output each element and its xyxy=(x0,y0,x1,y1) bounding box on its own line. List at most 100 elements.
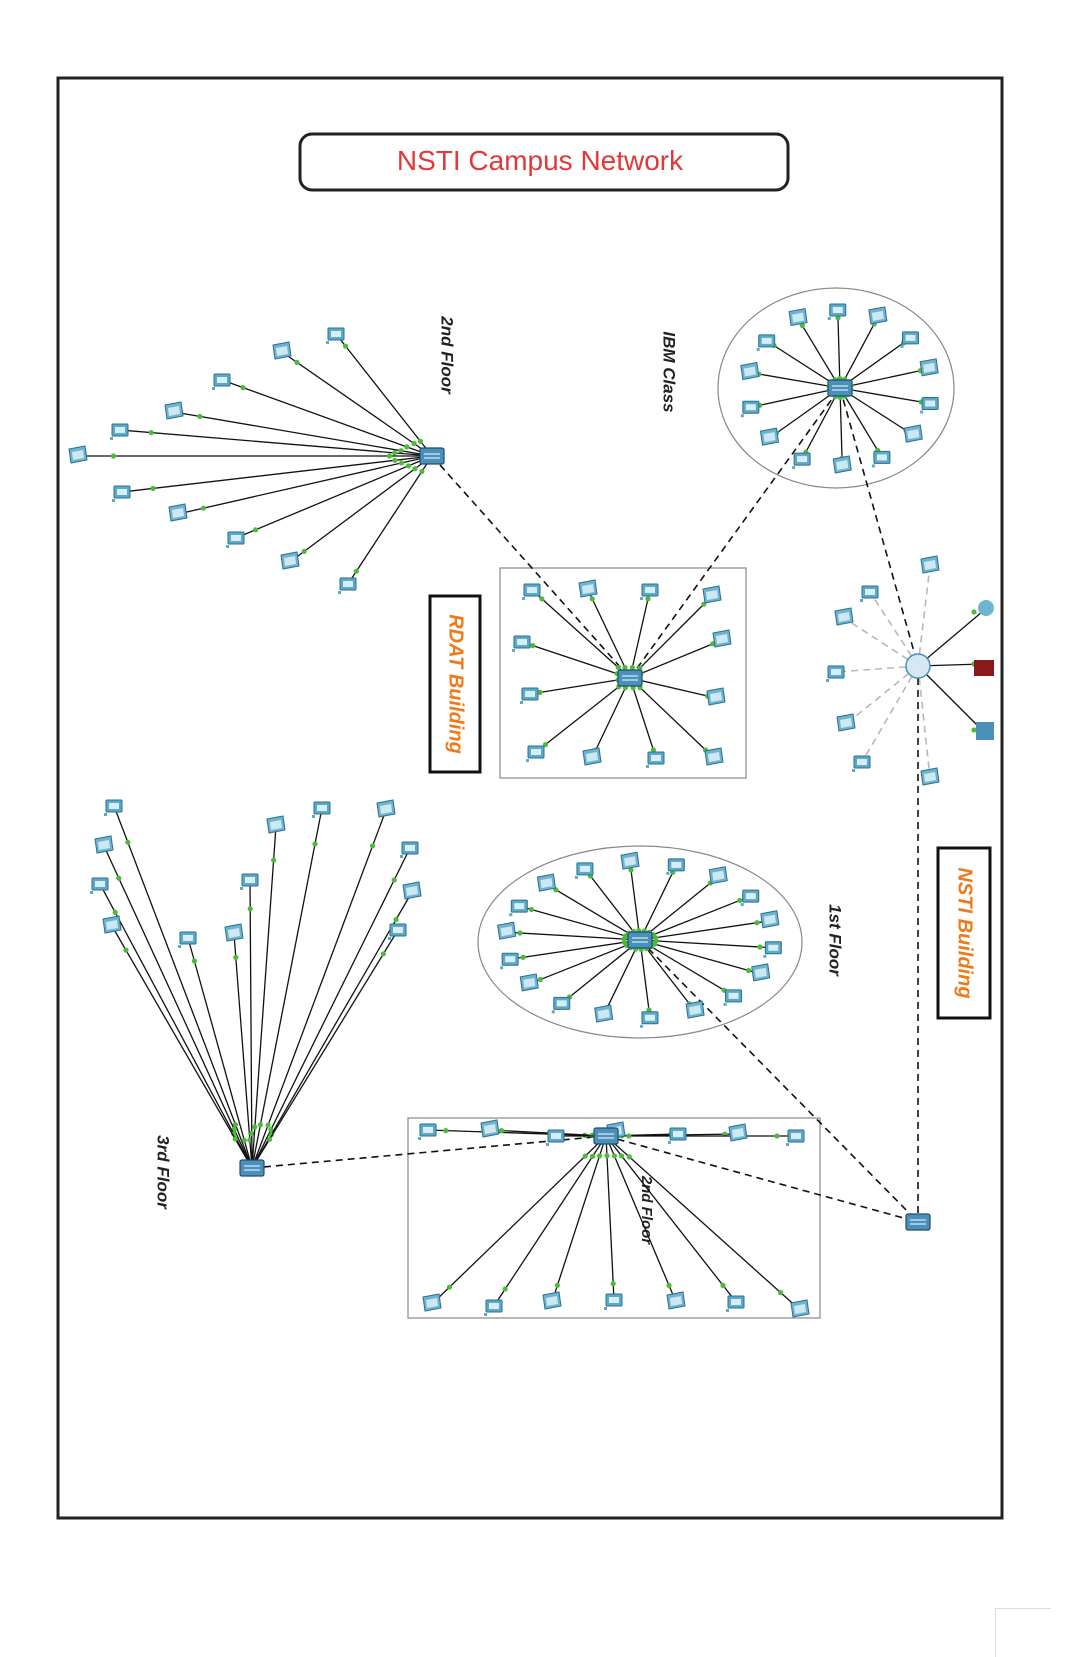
floor3-laptop[interactable] xyxy=(376,799,396,818)
rdat-pc[interactable] xyxy=(645,751,665,769)
nsti-wireless-device[interactable] xyxy=(920,555,940,574)
floor1-laptop[interactable] xyxy=(497,921,517,940)
floor2a-laptop[interactable] xyxy=(272,341,292,360)
floor3-pc[interactable] xyxy=(89,877,109,895)
ibm-link xyxy=(839,387,843,466)
floor2a-laptop[interactable] xyxy=(68,445,88,464)
floor1-pc[interactable] xyxy=(723,989,743,1007)
floor3-port xyxy=(249,1130,255,1137)
floor1-laptop[interactable] xyxy=(751,963,771,982)
floor1-pc[interactable] xyxy=(551,996,571,1014)
floor2b-pc[interactable] xyxy=(785,1129,805,1147)
floor2a-switch[interactable] xyxy=(419,447,445,465)
ibm-pc[interactable] xyxy=(900,331,920,349)
floor1-switch[interactable] xyxy=(627,931,653,949)
ibm-pc[interactable] xyxy=(791,452,811,470)
floor3-laptop[interactable] xyxy=(102,915,122,934)
floor2b-pc[interactable] xyxy=(667,1127,687,1145)
floor2a-laptop[interactable] xyxy=(164,401,184,420)
floor3-laptop[interactable] xyxy=(402,881,422,900)
nsti-server[interactable] xyxy=(976,722,994,740)
floor2a-pc[interactable] xyxy=(225,531,245,549)
ibm-pc[interactable] xyxy=(756,334,776,352)
floor2a-laptop[interactable] xyxy=(168,503,188,522)
floor3-switch[interactable] xyxy=(239,1159,265,1177)
floor3-pc[interactable] xyxy=(399,841,419,859)
floor2a-pc[interactable] xyxy=(211,373,231,391)
floor1-pc[interactable] xyxy=(665,858,685,876)
floor3-laptop[interactable] xyxy=(94,835,114,854)
page-frame xyxy=(56,76,1004,1520)
rdat-laptop[interactable] xyxy=(582,747,602,766)
floor3-pc[interactable] xyxy=(103,799,123,817)
ibm-laptop[interactable] xyxy=(903,424,923,443)
floor2a-port xyxy=(404,444,410,450)
floor3-link xyxy=(251,825,277,1169)
nsti-wireless-device[interactable] xyxy=(836,713,856,732)
ibm-laptop[interactable] xyxy=(740,362,760,381)
floor3-laptop[interactable] xyxy=(224,923,244,942)
floor2b-switch[interactable] xyxy=(593,1127,619,1145)
floor2a-pc[interactable] xyxy=(337,577,357,595)
floor1-port xyxy=(754,920,760,926)
rdat-laptop[interactable] xyxy=(578,579,598,598)
rdat-pc[interactable] xyxy=(525,745,545,763)
floor2b-pc[interactable] xyxy=(725,1295,745,1313)
floor3-laptop[interactable] xyxy=(266,815,286,834)
ibm-pc[interactable] xyxy=(919,396,939,414)
floor3-pc[interactable] xyxy=(387,923,407,941)
floor2b-laptop[interactable] xyxy=(480,1119,500,1138)
floor2b-laptop[interactable] xyxy=(790,1299,810,1318)
floor1-laptop[interactable] xyxy=(760,910,780,929)
floor3-pc[interactable] xyxy=(177,931,197,949)
floor1-pc[interactable] xyxy=(762,941,782,959)
floor1-pc[interactable] xyxy=(740,889,760,907)
rdat-pc[interactable] xyxy=(521,583,541,601)
ibm-laptop[interactable] xyxy=(832,455,852,474)
rdat-laptop[interactable] xyxy=(702,585,722,604)
floor1-laptop[interactable] xyxy=(594,1004,614,1023)
floor3-pc[interactable] xyxy=(239,873,259,891)
ibm-pc[interactable] xyxy=(740,400,760,418)
floor1-laptop[interactable] xyxy=(620,851,640,870)
rdat-switch[interactable] xyxy=(617,669,643,687)
rdat-laptop[interactable] xyxy=(706,687,726,706)
floor1-port xyxy=(757,944,763,950)
ibm-pc[interactable] xyxy=(871,450,891,468)
ibm-laptop[interactable] xyxy=(919,358,939,377)
floor1-pc[interactable] xyxy=(508,899,528,917)
floor1-laptop[interactable] xyxy=(519,973,539,992)
ibm-switch[interactable] xyxy=(827,379,853,397)
rdat-pc[interactable] xyxy=(519,687,539,705)
nsti-wireless-device[interactable] xyxy=(851,755,871,773)
rdat-laptop[interactable] xyxy=(704,747,724,766)
floor2a-pc[interactable] xyxy=(111,485,131,503)
nsti-core-switch[interactable] xyxy=(905,1213,931,1231)
floor2b-laptop[interactable] xyxy=(422,1293,442,1312)
floor2b-laptop[interactable] xyxy=(666,1291,686,1310)
rdat-laptop[interactable] xyxy=(712,629,732,648)
nsti-router[interactable] xyxy=(974,660,994,676)
floor1-laptop[interactable] xyxy=(536,873,556,892)
rdat-pc[interactable] xyxy=(511,635,531,653)
nsti-server-link xyxy=(917,611,983,667)
floor2b-pc[interactable] xyxy=(417,1123,437,1141)
floor2a-laptop[interactable] xyxy=(280,551,300,570)
floor1-laptop[interactable] xyxy=(685,1000,705,1019)
floor1-pc[interactable] xyxy=(499,952,519,970)
ibm-laptop[interactable] xyxy=(868,306,888,325)
nsti-wireless-device[interactable] xyxy=(834,607,854,626)
floor2b-pc[interactable] xyxy=(483,1299,503,1317)
floor1-pc[interactable] xyxy=(639,1011,659,1029)
floor2b-laptop[interactable] xyxy=(542,1291,562,1310)
floor2a-pc[interactable] xyxy=(109,423,129,441)
ibm-laptop[interactable] xyxy=(759,427,779,446)
floor2b-pc[interactable] xyxy=(603,1293,623,1311)
wireless-access-point-icon[interactable] xyxy=(905,653,931,679)
ibm-laptop[interactable] xyxy=(788,308,808,327)
floor2b-pc[interactable] xyxy=(545,1129,565,1147)
floor2b-laptop[interactable] xyxy=(728,1123,748,1142)
nsti-wireless-device[interactable] xyxy=(920,767,940,786)
nsti-wireless-device[interactable] xyxy=(825,665,845,683)
floor1-laptop[interactable] xyxy=(708,866,728,885)
